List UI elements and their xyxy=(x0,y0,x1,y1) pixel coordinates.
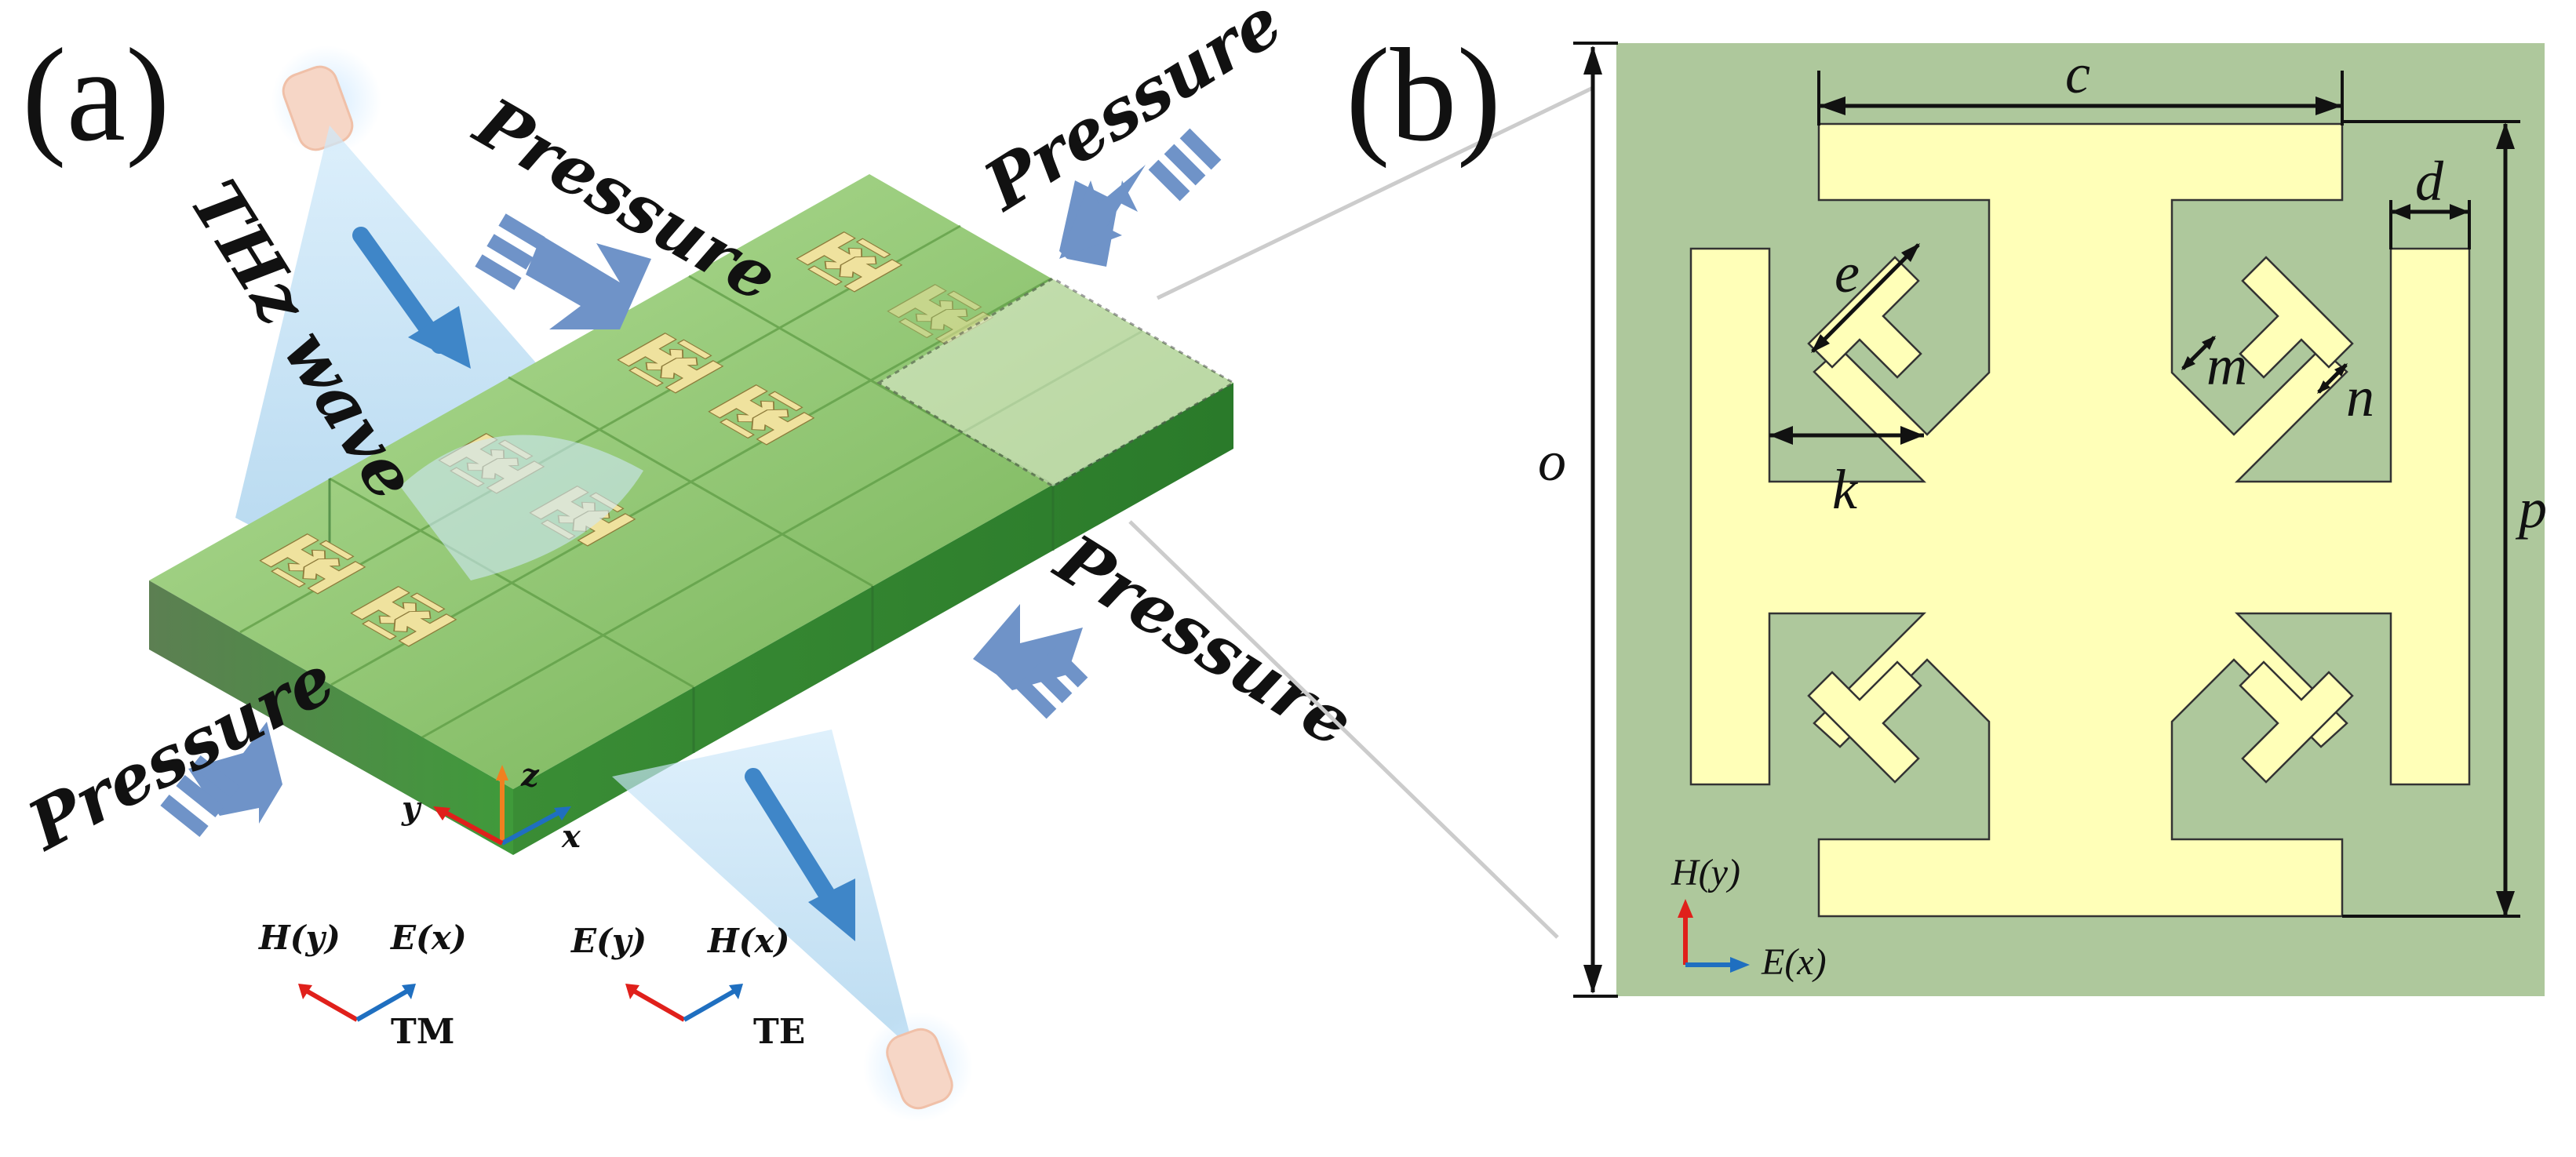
t-element-bottom-left xyxy=(1807,660,1922,784)
zoom-line-top xyxy=(1156,86,1594,300)
field-vectors: H(y) E(x) xyxy=(1671,852,1827,983)
pressure-arrow-bottom-left: Pressure xyxy=(14,639,348,867)
highlighted-unit-cell xyxy=(876,277,1237,488)
t-element-top-left xyxy=(1807,256,1922,379)
dim-n: n xyxy=(2317,363,2374,428)
panel-b-label: (b) xyxy=(1346,21,1501,169)
substrate-front xyxy=(149,580,513,855)
axis-x-label: x xyxy=(561,818,581,855)
tm-polarization: H(y) E(x) TM xyxy=(258,919,467,1052)
dim-d-label: d xyxy=(2415,150,2444,213)
tm-e-label: E(x) xyxy=(390,919,467,957)
dim-k: k xyxy=(1769,426,1924,521)
dim-e: e xyxy=(1811,242,1920,353)
axis-y-label: y xyxy=(401,790,422,827)
panel-a-label: (a) xyxy=(22,21,170,169)
te-e-label: E(y) xyxy=(570,922,647,960)
tm-h-label: H(y) xyxy=(258,919,341,957)
te-h-label: H(x) xyxy=(707,922,789,960)
dim-p: p xyxy=(2342,120,2547,918)
te-polarization: E(y) H(x) TE xyxy=(570,922,805,1052)
dim-o: o xyxy=(1538,42,1618,998)
t-element-bottom-right xyxy=(2239,660,2354,784)
dim-m-label: m xyxy=(2206,334,2247,397)
axes-triad: z x y xyxy=(401,757,581,855)
thz-transmitted-beam xyxy=(612,729,973,1122)
axis-z-label: z xyxy=(520,757,540,794)
panel-a: (a) xyxy=(14,0,1367,1122)
pressure-arrow-top-right: Pressure xyxy=(969,0,1295,267)
pressure-label-bottom-left: Pressure xyxy=(14,639,348,867)
dim-c: c xyxy=(1817,42,2344,126)
field-e-label: E(x) xyxy=(1761,941,1827,983)
beam-arrow-out xyxy=(808,879,855,941)
field-h-label: H(y) xyxy=(1671,852,1740,893)
dim-e-label: e xyxy=(1835,242,1860,304)
tm-mode-label: TM xyxy=(391,1012,454,1052)
thz-detector xyxy=(886,1028,953,1110)
dim-c-label: c xyxy=(2065,42,2090,105)
dim-n-label: n xyxy=(2346,366,2374,428)
pressure-arrow-top-left: Pressure xyxy=(461,82,790,329)
dim-p-label: p xyxy=(2515,477,2547,540)
dim-k-label: k xyxy=(1832,458,1859,521)
dim-d: d xyxy=(2389,150,2471,249)
zoom-line-bottom xyxy=(1128,520,1559,939)
pressure-label-top-right: Pressure xyxy=(969,0,1295,227)
pressure-label-bottom-right: Pressure xyxy=(1040,518,1367,763)
dim-o-label: o xyxy=(1538,430,1566,493)
t-element-top-right xyxy=(2239,256,2354,379)
beam-arrow-down xyxy=(408,306,471,369)
dim-m: m xyxy=(2181,334,2247,397)
panel-b: (b) o p xyxy=(1346,21,2547,998)
te-mode-label: TE xyxy=(753,1012,805,1052)
